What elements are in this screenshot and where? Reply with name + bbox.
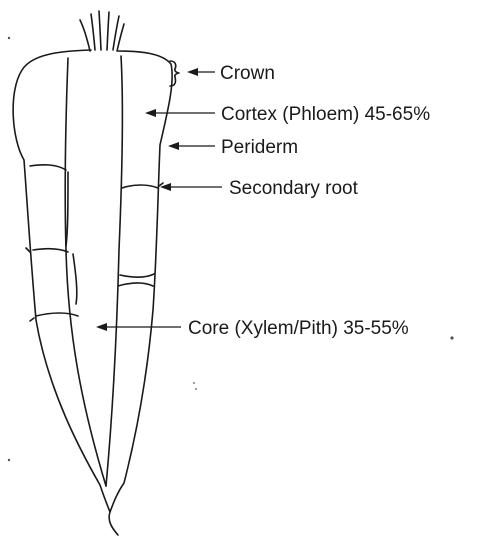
periderm-label: Periderm bbox=[221, 137, 298, 158]
periderm-pointer bbox=[168, 142, 215, 150]
core-pointer bbox=[96, 323, 181, 331]
secondary-root-label: Secondary root bbox=[229, 178, 359, 199]
cortex-label: Cortex (Phloem) 45-65% bbox=[221, 104, 430, 125]
crown-label: Crown bbox=[220, 63, 275, 84]
secondary-root-partitions-right bbox=[118, 185, 158, 286]
scan-specks bbox=[8, 37, 454, 461]
core-boundary bbox=[65, 56, 122, 486]
taproot-tail bbox=[109, 512, 118, 535]
secondary-root-pointer bbox=[160, 183, 222, 191]
secondary-root-nubs bbox=[26, 183, 163, 321]
secondary-root-partitions-left bbox=[30, 165, 78, 316]
foliage-stubs bbox=[80, 11, 124, 51]
cortex-pointer bbox=[145, 109, 215, 117]
carrot-outline bbox=[13, 50, 172, 512]
core-label: Core (Xylem/Pith) 35-55% bbox=[188, 318, 409, 339]
crown-pointer bbox=[187, 68, 215, 76]
